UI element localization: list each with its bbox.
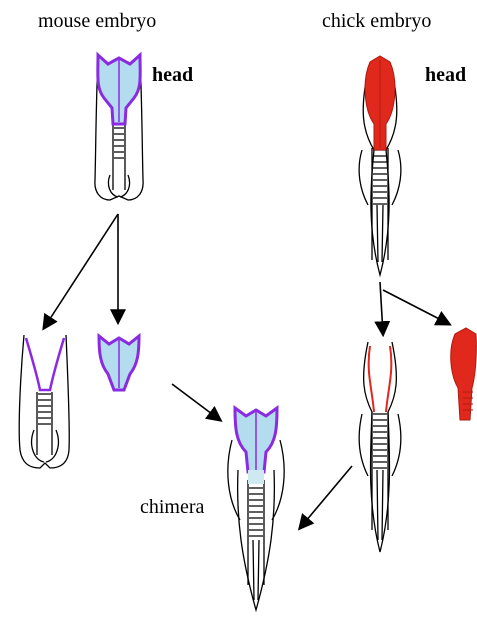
- chick-body-headless: [359, 342, 401, 552]
- mouse-cut-edge: [26, 338, 64, 390]
- chick-head-region: [365, 56, 395, 150]
- mouse-head-isolated: [99, 336, 139, 390]
- chimera-label: chimera: [140, 496, 204, 519]
- mouse-head-label: head: [152, 64, 193, 87]
- chick-embryo-title: chick embryo: [322, 10, 431, 33]
- chick-cut-edge: [369, 346, 392, 412]
- chick-head-isolated: [451, 328, 477, 420]
- mouse-body-headless: [19, 335, 69, 468]
- mouse-head-region: [98, 55, 140, 124]
- mouse-embryo-title: mouse embryo: [38, 10, 156, 33]
- chimera-head-graft: [235, 408, 277, 484]
- chick-head-label: head: [425, 64, 466, 87]
